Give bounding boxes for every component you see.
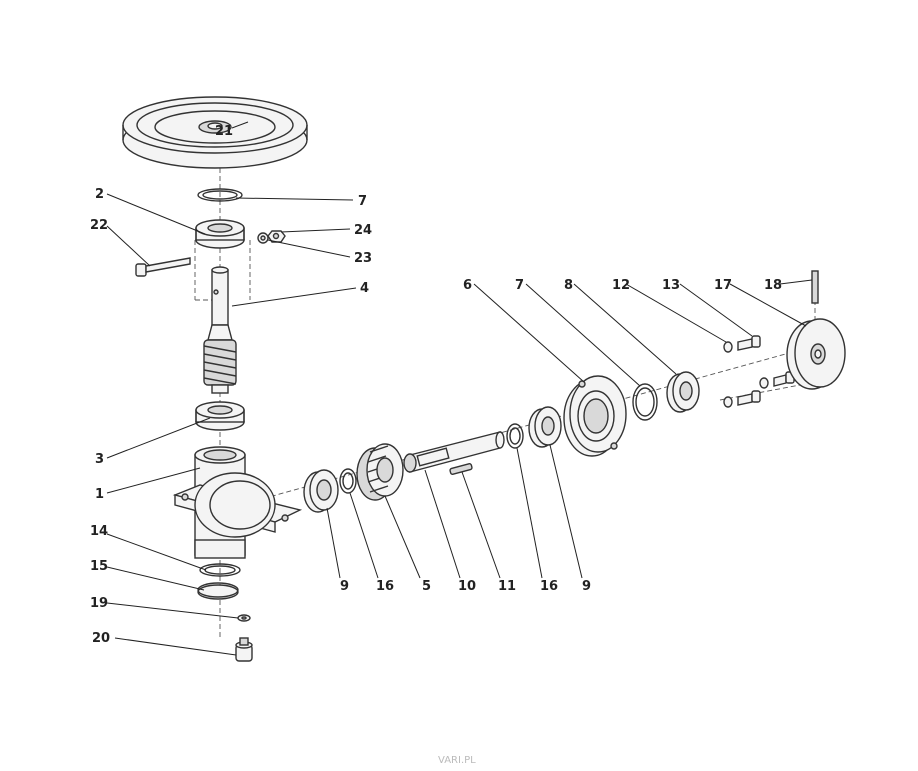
washer-part-19 xyxy=(237,614,251,622)
callout-8: 8 xyxy=(564,278,573,293)
bearing-part-8 xyxy=(666,371,700,413)
gear-part-5 xyxy=(356,443,404,501)
shim-part-16-left xyxy=(339,468,357,494)
nut-part-24 xyxy=(267,230,286,243)
circlip-part-7-top xyxy=(197,188,243,202)
gearbox-housing-part-1 xyxy=(172,446,303,559)
callout-labels: 21 7 2 22 24 23 4 3 1 14 15 19 20 9 16 5… xyxy=(90,124,782,646)
bearing-part-9-right xyxy=(528,406,562,448)
key-part-11 xyxy=(449,463,473,475)
callout-1: 1 xyxy=(95,487,104,502)
callout-21: 21 xyxy=(215,124,233,139)
shim-part-16-right xyxy=(506,423,524,449)
leader-lines xyxy=(106,121,813,656)
callout-3: 3 xyxy=(95,452,104,467)
callout-5: 5 xyxy=(422,579,431,594)
callout-14: 14 xyxy=(90,524,108,539)
callout-6: 6 xyxy=(463,278,472,293)
pulley-disc-part-17 xyxy=(786,318,846,390)
callout-9-left: 9 xyxy=(340,579,349,594)
key-part-18 xyxy=(811,270,819,304)
washer-part-23 xyxy=(257,232,269,244)
callout-18: 18 xyxy=(764,278,782,293)
bolt-part-22 xyxy=(135,257,191,277)
watermark: VARI.PL xyxy=(438,755,476,766)
callout-10: 10 xyxy=(458,579,476,594)
callout-17: 17 xyxy=(714,278,732,293)
bearing-part-3 xyxy=(195,401,245,431)
callout-11: 11 xyxy=(498,579,516,594)
bearing-part-9-left xyxy=(303,469,339,513)
callout-24: 24 xyxy=(354,223,372,238)
cap-part-15 xyxy=(197,582,239,600)
circlip-part-7-right xyxy=(632,383,658,421)
callout-16-right: 16 xyxy=(540,579,558,594)
worm-shaft-part-4 xyxy=(203,266,237,394)
output-shaft-part-10 xyxy=(403,431,505,473)
callout-4: 4 xyxy=(360,281,369,296)
callout-12: 12 xyxy=(612,278,630,293)
screw-part-13 xyxy=(737,335,795,406)
washer-part-12 xyxy=(723,341,769,408)
callout-7-top: 7 xyxy=(358,194,367,209)
callout-9-right: 9 xyxy=(582,579,591,594)
plug-screw-part-20 xyxy=(235,637,253,662)
pulley-part-21 xyxy=(122,96,308,169)
callout-2: 2 xyxy=(95,187,104,202)
callout-7-right: 7 xyxy=(515,278,524,293)
callout-22: 22 xyxy=(90,218,108,233)
callout-23: 23 xyxy=(354,251,372,266)
callout-20: 20 xyxy=(92,631,110,646)
callout-13: 13 xyxy=(662,278,680,293)
callout-15: 15 xyxy=(90,559,108,574)
flange-cover-part-6 xyxy=(563,375,627,457)
callout-16-left: 16 xyxy=(376,579,394,594)
bearing-part-2 xyxy=(195,219,245,249)
callout-19: 19 xyxy=(90,596,108,611)
